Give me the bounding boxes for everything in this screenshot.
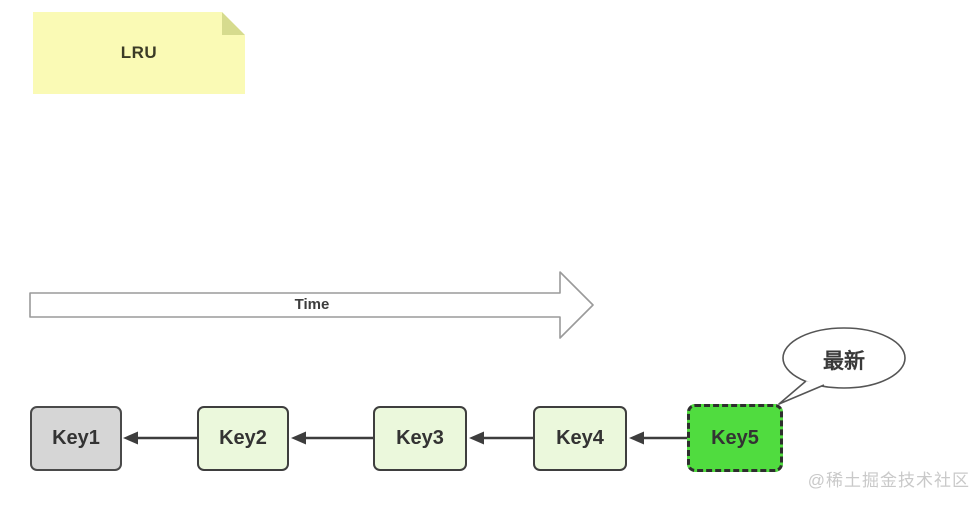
chain-node-key3: Key3 (373, 406, 467, 471)
arrowhead-key5-to-key4 (629, 431, 644, 445)
arrowhead-key3-to-key2 (291, 431, 306, 445)
chain-node-key5: Key5 (687, 404, 783, 472)
sticky-note-label: LRU (120, 43, 158, 62)
chain-node-key1: Key1 (30, 406, 122, 471)
chain-node-label: Key1 (52, 427, 100, 449)
speech-bubble-tail (778, 380, 825, 405)
chain-node-label: Key3 (396, 427, 444, 449)
arrowhead-key4-to-key3 (469, 431, 484, 445)
chain-node-label: Key2 (219, 427, 267, 449)
chain-node-label: Key4 (556, 427, 604, 449)
arrowhead-key2-to-key1 (123, 431, 138, 445)
time-arrow-label: Time (294, 296, 330, 313)
watermark-text: @稀土掘金技术社区 (807, 471, 970, 490)
speech-bubble (782, 327, 906, 389)
chain-node-key4: Key4 (533, 406, 627, 471)
newest-callout-label: 最新 (823, 350, 865, 373)
chain-node-label: Key5 (711, 426, 759, 449)
note-fold-corner (222, 12, 245, 35)
chain-node-key2: Key2 (197, 406, 289, 471)
time-arrow-shape (29, 271, 594, 339)
sticky-note: LRU (33, 12, 245, 94)
